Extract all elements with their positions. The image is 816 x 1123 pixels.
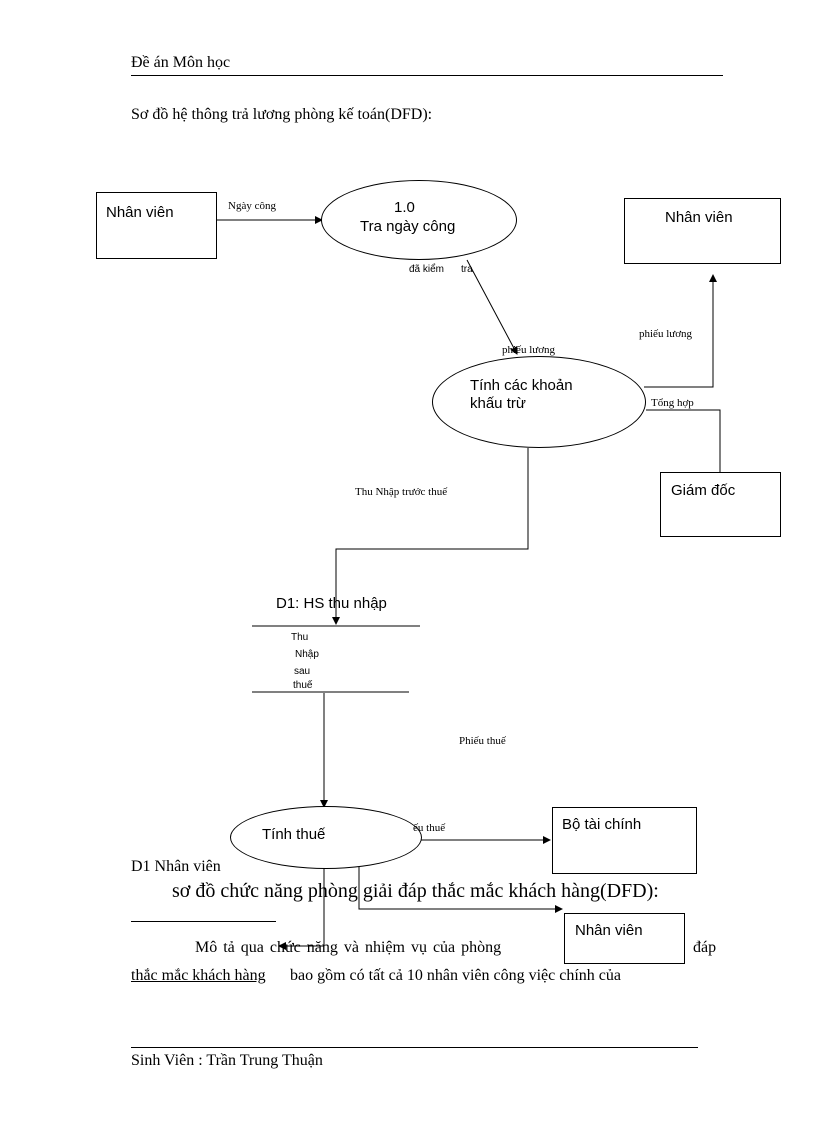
footer-author: Sinh Viên : Trần Trung Thuận bbox=[131, 1052, 323, 1069]
flow-label-phieuthue-right: ếu thuế bbox=[413, 822, 446, 834]
flow-label-tra: tra bbox=[461, 264, 473, 275]
flow-label-thue: thuế bbox=[293, 680, 313, 691]
process-number: 1.0 bbox=[394, 199, 415, 216]
paragraph-line1-end: đáp bbox=[693, 939, 717, 956]
section-title: Sơ đồ hệ thông trả lương phòng kế toán(D… bbox=[131, 106, 433, 123]
entity-nhanvien-bottom: Nhân viên bbox=[564, 913, 685, 964]
process-line1: Tính các khoản bbox=[470, 377, 573, 394]
entity-label: Nhân viên bbox=[106, 204, 174, 221]
page-header-title: Đề án Môn học bbox=[131, 54, 231, 71]
entity-botaichinh: Bộ tài chính bbox=[552, 807, 697, 874]
entity-label: Nhân viên bbox=[575, 922, 643, 939]
flow-label-dakiem: đã kiểm bbox=[409, 264, 445, 275]
header-rule bbox=[131, 75, 723, 76]
flow-phieuluong-out-line bbox=[644, 274, 717, 388]
flow-label-phieuthue: Phiếu thuế bbox=[459, 735, 506, 747]
process-name: Tính thuế bbox=[262, 826, 326, 843]
flow-label-ngaycong: Ngày công bbox=[228, 200, 276, 212]
flow-phieuluong-in-line bbox=[466, 259, 518, 355]
process-name: Tra ngày công bbox=[360, 218, 456, 235]
entity-label: Nhân viên bbox=[665, 209, 733, 226]
process-tinh-cac-khoan bbox=[432, 356, 646, 448]
flow-label-sau: sau bbox=[294, 666, 311, 677]
short-rule bbox=[131, 921, 276, 922]
datastore-label: D1: HS thu nhập bbox=[276, 595, 387, 612]
entity-label: Bộ tài chính bbox=[562, 816, 642, 833]
paragraph-line1-start: Mô tả qua chức năng và nhiệm vụ của phòn… bbox=[195, 939, 502, 956]
flow-label-phieuluong-in: phiếu lương bbox=[502, 344, 556, 356]
entity-nhanvien-left: Nhân viên bbox=[96, 192, 217, 259]
flow-label-thu: Thu bbox=[291, 632, 309, 643]
process-line2: khấu trừ bbox=[470, 395, 526, 412]
flow-bottom-nhanvien-line bbox=[358, 866, 563, 913]
overlap-subtitle: sơ đồ chức năng phòng giải đáp thắc mắc … bbox=[172, 880, 659, 902]
footer-rule bbox=[131, 1047, 698, 1048]
entity-giamdoc: Giám đốc bbox=[660, 472, 781, 537]
flow-label-thunhap-truocthue: Thu Nhập trước thuế bbox=[355, 486, 448, 498]
flow-d1-nhanvien-line bbox=[278, 868, 325, 950]
entity-label: Giám đốc bbox=[671, 482, 736, 499]
process-tra-ngay-cong bbox=[321, 180, 517, 260]
flow-label-tonghop: Tổng hợp bbox=[651, 397, 694, 409]
paragraph-line2-underlined: thắc mắc khách hàng bbox=[131, 967, 266, 984]
flow-label-nhap: Nhập bbox=[295, 649, 319, 660]
flow-thunhap-line bbox=[332, 448, 529, 625]
entity-nhanvien-right: Nhân viên bbox=[624, 198, 781, 264]
flow-label-phieuluong-out: phiếu lương bbox=[639, 328, 693, 340]
process-tinh-thue bbox=[230, 806, 422, 869]
paragraph-line2-rest: bao gồm có tất cả 10 nhân viên công việc… bbox=[290, 967, 621, 984]
d1-nhanvien-label: D1 Nhân viên bbox=[131, 858, 221, 875]
